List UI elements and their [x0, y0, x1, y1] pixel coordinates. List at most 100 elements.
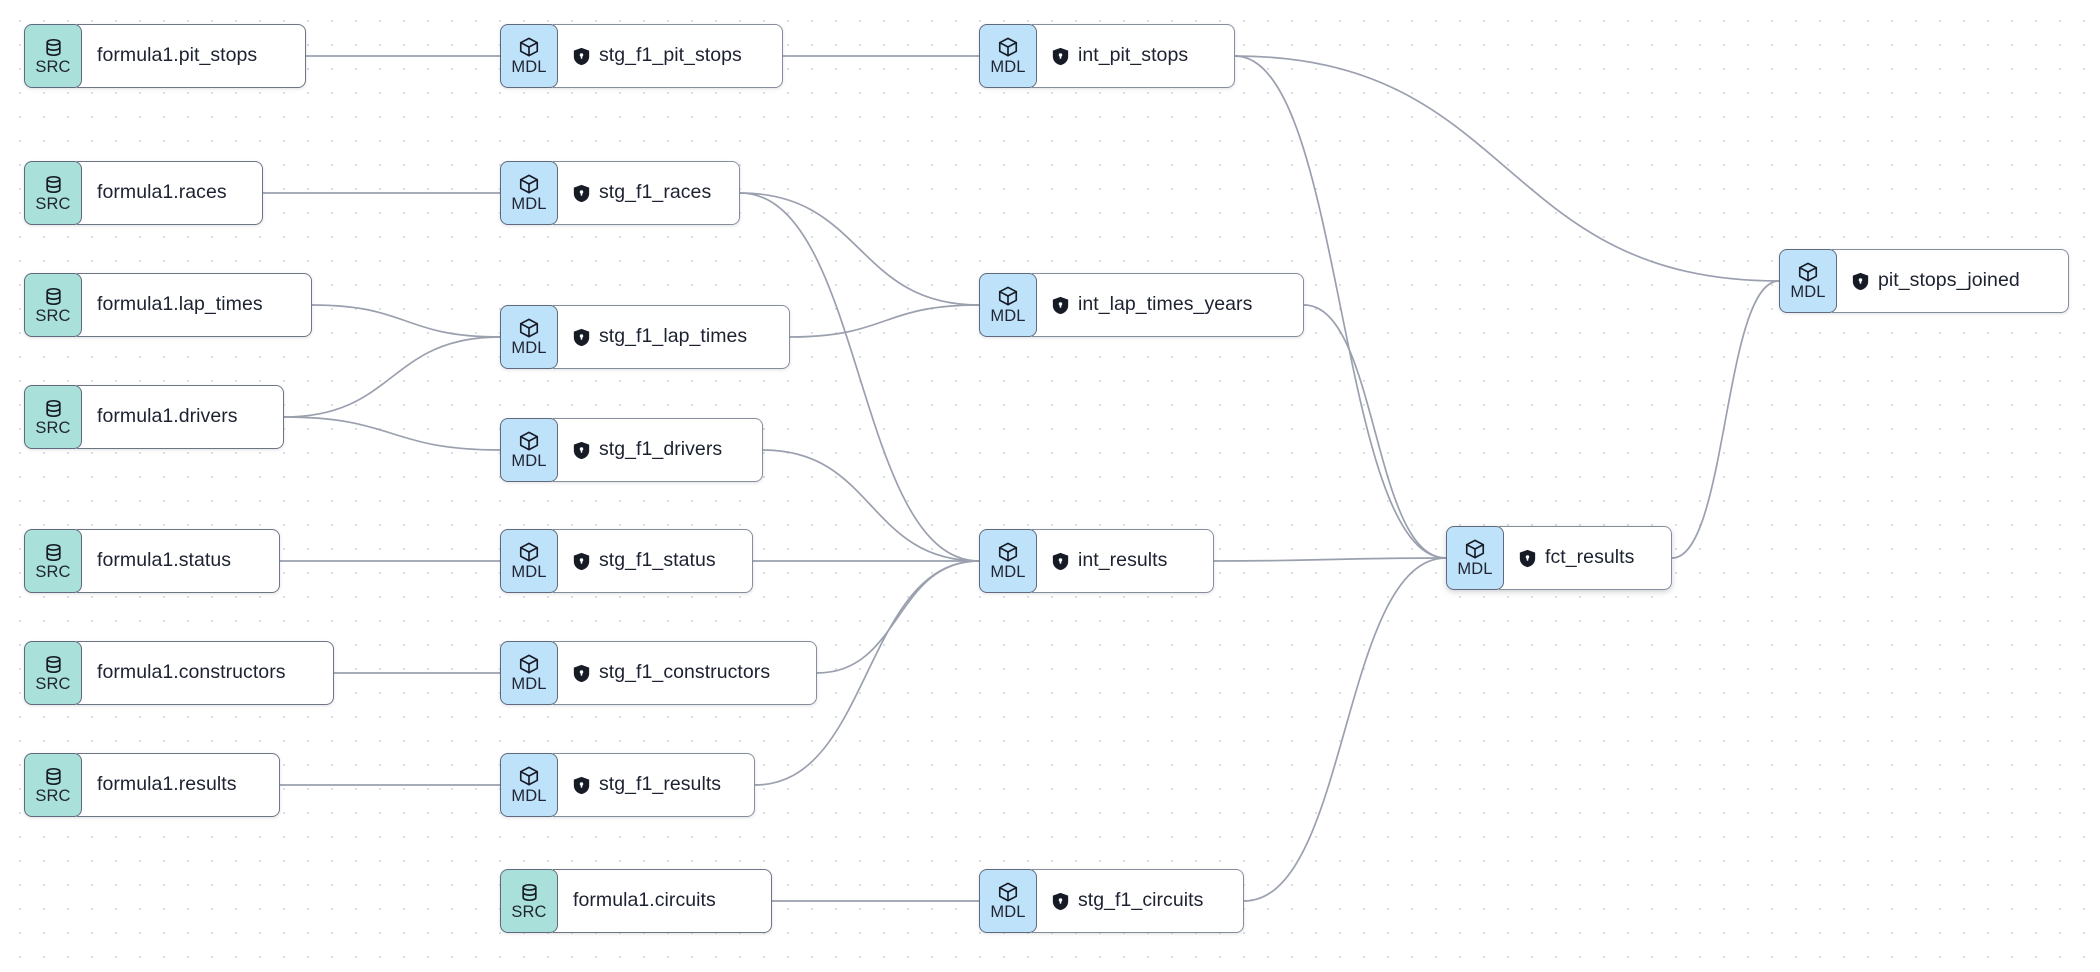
node-body[interactable]: stg_f1_pit_stops — [553, 24, 783, 88]
source-badge: SRC — [24, 385, 82, 449]
database-icon — [43, 766, 64, 787]
database-icon — [43, 286, 64, 307]
shield-lock-icon — [573, 776, 590, 795]
graph-node-stg_pit_stops[interactable]: MDL stg_f1_pit_stops — [500, 24, 783, 88]
node-body[interactable]: formula1.results — [77, 753, 280, 817]
node-body[interactable]: stg_f1_status — [553, 529, 753, 593]
graph-node-stg_drivers[interactable]: MDL stg_f1_drivers — [500, 418, 763, 482]
shield-lock-icon — [1052, 552, 1069, 571]
database-icon — [519, 882, 540, 903]
node-label: formula1.constructors — [97, 661, 286, 684]
shield-lock-icon — [573, 184, 590, 203]
node-label: fct_results — [1545, 546, 1635, 569]
node-body[interactable]: stg_f1_races — [553, 161, 740, 225]
node-body[interactable]: formula1.constructors — [77, 641, 334, 705]
cube-icon — [518, 36, 540, 58]
badge-label: SRC — [35, 57, 71, 76]
badge-label: SRC — [35, 194, 71, 213]
model-badge: MDL — [979, 869, 1037, 933]
database-icon — [43, 654, 64, 675]
cube-icon — [518, 653, 540, 675]
source-badge: SRC — [24, 24, 82, 88]
node-body[interactable]: formula1.circuits — [553, 869, 772, 933]
badge-label: MDL — [990, 563, 1026, 582]
graph-node-stg_lap_times[interactable]: MDL stg_f1_lap_times — [500, 305, 790, 369]
badge-label: SRC — [35, 562, 71, 581]
node-label: stg_f1_races — [599, 181, 712, 204]
badge-label: MDL — [511, 339, 547, 358]
badge-label: MDL — [511, 195, 547, 214]
model-badge: MDL — [500, 418, 558, 482]
graph-node-fct_results[interactable]: MDL fct_results — [1446, 526, 1672, 590]
source-badge: SRC — [24, 641, 82, 705]
cube-icon — [997, 285, 1019, 307]
node-label: formula1.results — [97, 773, 237, 796]
node-label: formula1.circuits — [573, 889, 716, 912]
graph-node-src_pit_stops[interactable]: SRC formula1.pit_stops — [24, 24, 306, 88]
graph-node-src_races[interactable]: SRC formula1.races — [24, 161, 263, 225]
node-body[interactable]: formula1.status — [77, 529, 280, 593]
graph-node-pit_stops_joined[interactable]: MDL pit_stops_joined — [1779, 249, 2069, 313]
graph-node-stg_constructors[interactable]: MDL stg_f1_constructors — [500, 641, 817, 705]
database-icon — [43, 174, 64, 195]
shield-lock-icon — [573, 441, 590, 460]
shield-lock-icon — [1052, 47, 1069, 66]
badge-label: MDL — [990, 307, 1026, 326]
badge-label: MDL — [511, 675, 547, 694]
node-body[interactable]: formula1.lap_times — [77, 273, 312, 337]
cube-icon — [518, 541, 540, 563]
node-body[interactable]: stg_f1_results — [553, 753, 755, 817]
node-body[interactable]: int_results — [1032, 529, 1214, 593]
source-badge: SRC — [24, 161, 82, 225]
shield-lock-icon — [1052, 296, 1069, 315]
badge-label: MDL — [990, 903, 1026, 922]
badge-label: MDL — [1790, 283, 1826, 302]
graph-node-src_constructors[interactable]: SRC formula1.constructors — [24, 641, 334, 705]
model-badge: MDL — [500, 305, 558, 369]
graph-node-stg_circuits[interactable]: MDL stg_f1_circuits — [979, 869, 1244, 933]
graph-node-int_results[interactable]: MDL int_results — [979, 529, 1214, 593]
cube-icon — [1797, 261, 1819, 283]
graph-node-src_results[interactable]: SRC formula1.results — [24, 753, 280, 817]
node-label: stg_f1_circuits — [1078, 889, 1204, 912]
node-body[interactable]: stg_f1_constructors — [553, 641, 817, 705]
node-body[interactable]: fct_results — [1499, 526, 1672, 590]
node-label: formula1.lap_times — [97, 293, 263, 316]
badge-label: SRC — [35, 786, 71, 805]
database-icon — [43, 37, 64, 58]
model-badge: MDL — [1779, 249, 1837, 313]
model-badge: MDL — [979, 529, 1037, 593]
cube-icon — [518, 173, 540, 195]
node-body[interactable]: stg_f1_circuits — [1032, 869, 1244, 933]
graph-node-stg_races[interactable]: MDL stg_f1_races — [500, 161, 740, 225]
node-label: formula1.races — [97, 181, 227, 204]
graph-node-int_lap_times[interactable]: MDL int_lap_times_years — [979, 273, 1304, 337]
node-label: int_results — [1078, 549, 1168, 572]
badge-label: MDL — [511, 58, 547, 77]
node-body[interactable]: formula1.pit_stops — [77, 24, 306, 88]
graph-node-src_circuits[interactable]: SRC formula1.circuits — [500, 869, 772, 933]
node-body[interactable]: int_lap_times_years — [1032, 273, 1304, 337]
node-label: int_lap_times_years — [1078, 293, 1253, 316]
model-badge: MDL — [500, 24, 558, 88]
badge-label: MDL — [1457, 560, 1493, 579]
node-body[interactable]: formula1.drivers — [77, 385, 284, 449]
source-badge: SRC — [500, 869, 558, 933]
graph-node-src_status[interactable]: SRC formula1.status — [24, 529, 280, 593]
node-label: stg_f1_drivers — [599, 438, 723, 461]
node-body[interactable]: int_pit_stops — [1032, 24, 1235, 88]
node-body[interactable]: formula1.races — [77, 161, 263, 225]
node-body[interactable]: stg_f1_drivers — [553, 418, 763, 482]
node-body[interactable]: pit_stops_joined — [1832, 249, 2069, 313]
node-label: stg_f1_status — [599, 549, 716, 572]
badge-label: SRC — [35, 674, 71, 693]
badge-label: SRC — [511, 902, 547, 921]
node-body[interactable]: stg_f1_lap_times — [553, 305, 790, 369]
model-badge: MDL — [979, 273, 1037, 337]
